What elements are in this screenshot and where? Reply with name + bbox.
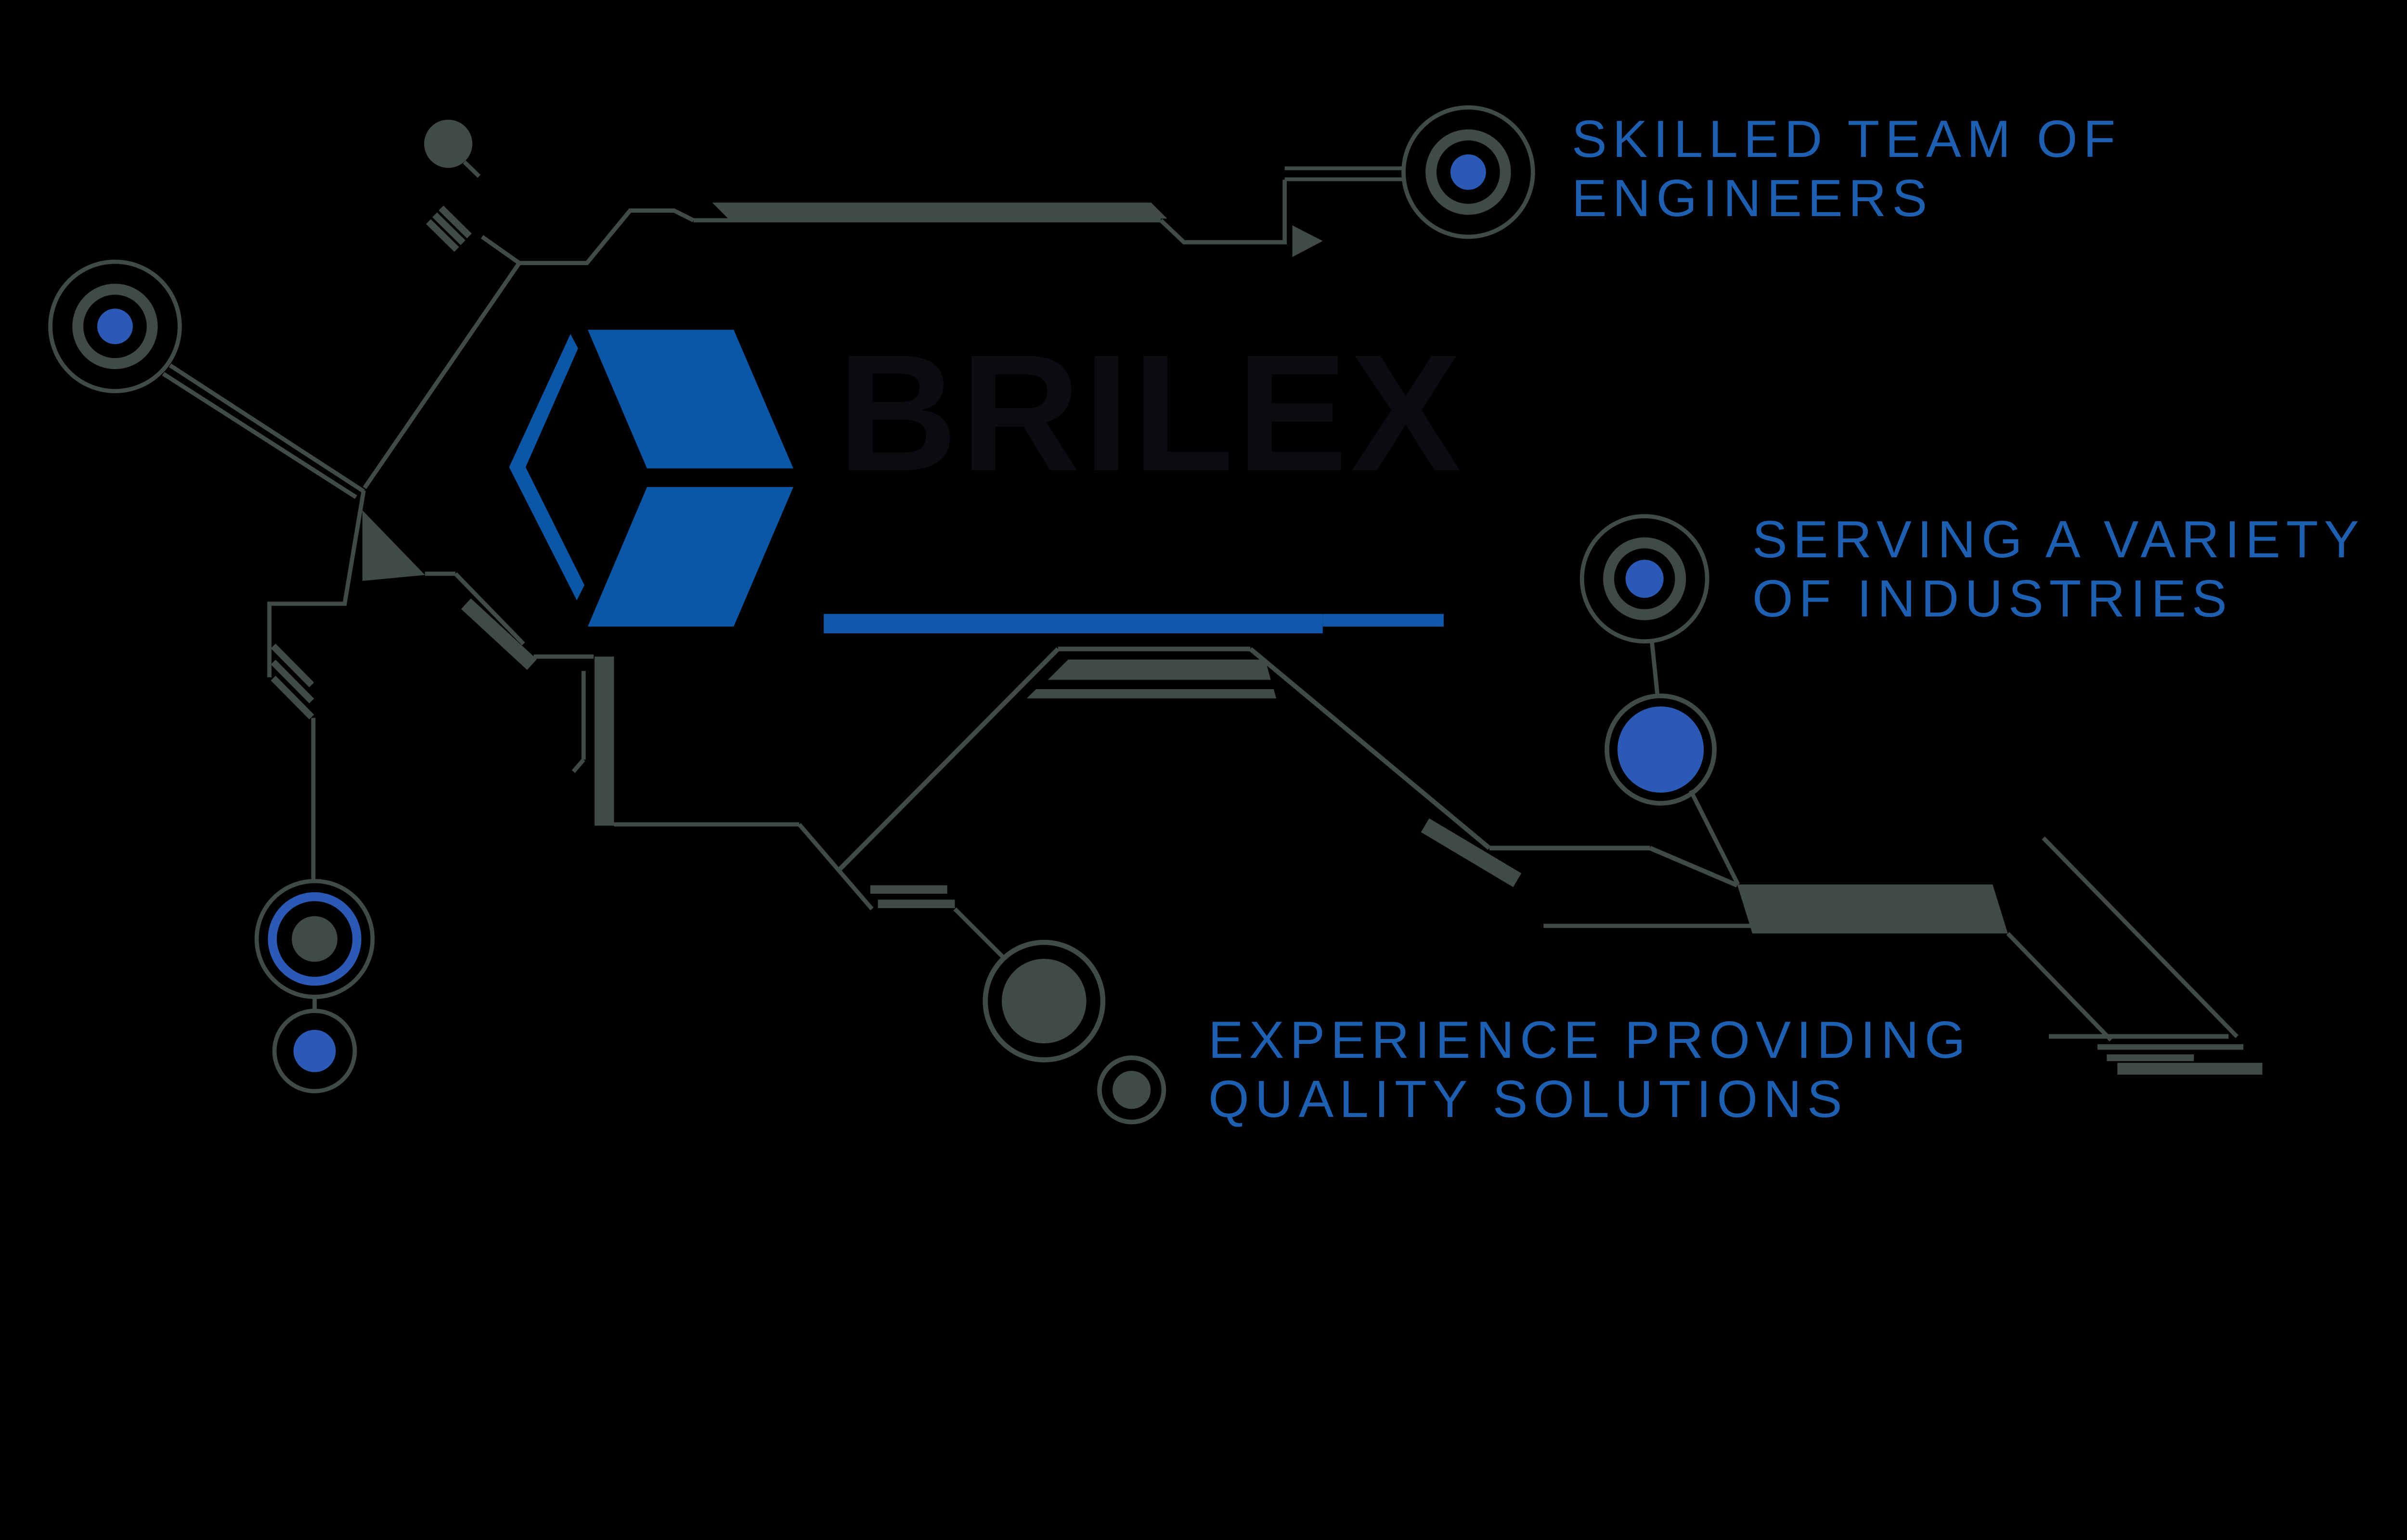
caption-line: EXPERIENCE PROVIDING [1208, 1010, 1971, 1069]
caption-line: QUALITY SOLUTIONS [1208, 1070, 1848, 1129]
wedge-icon [1292, 225, 1323, 257]
caption-serving-industries: SERVING A VARIETY OF INDUSTRIES [1752, 510, 2365, 629]
pad-circle-icon [424, 119, 473, 168]
caption-line: SKILLED TEAM OF [1572, 109, 2122, 168]
caption-line: SERVING A VARIETY [1752, 510, 2365, 569]
circuit-artwork [48, 105, 2263, 1125]
node-serving-blue-icon [1605, 693, 1717, 806]
logo-underline [824, 614, 1444, 633]
caption-line: OF INDUSTRIES [1752, 569, 2233, 628]
node-bottom-left-blue-ring-icon [254, 879, 375, 999]
trace-topleft-node-to-logo [162, 363, 366, 1012]
caption-quality-solutions: EXPERIENCE PROVIDING QUALITY SOLUTIONS [1208, 1011, 1971, 1129]
caption-skilled-team: SKILLED TEAM OF ENGINEERS [1572, 110, 2121, 228]
node-experience-large-icon [983, 939, 1106, 1063]
node-experience-small-icon [1097, 1055, 1166, 1125]
brilex-cube-icon [509, 330, 793, 627]
node-bottom-left-blue-dot-icon [272, 1009, 357, 1093]
caption-line: ENGINEERS [1572, 168, 1933, 228]
target-node-top-right-icon [1401, 105, 1535, 239]
brilex-wordmark: BRILEX [838, 320, 1464, 506]
target-node-serving-icon [1579, 514, 1709, 698]
trace-logo-left [362, 510, 614, 826]
brilex-hero-banner: BRILEX SKILLED TEAM OF ENGINEERS SERVING… [48, 105, 2365, 1129]
trace-top-run [362, 119, 1403, 489]
trace-bottom-right [1689, 789, 2263, 1075]
trace-center-mountain [614, 646, 1753, 960]
target-node-top-left-icon [48, 259, 182, 394]
